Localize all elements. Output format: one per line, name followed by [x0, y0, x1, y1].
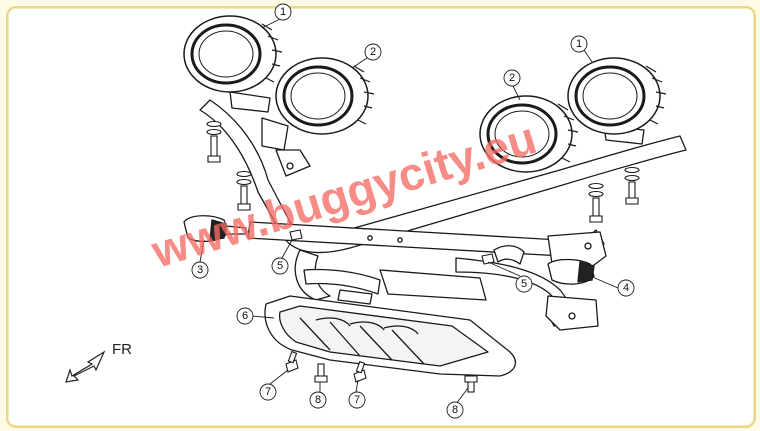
bolt-group [206, 120, 640, 393]
callout-label: 4 [623, 282, 629, 294]
callout-circle [446, 401, 464, 419]
callout-circle [503, 69, 521, 87]
callout-label: 5 [521, 278, 527, 290]
callouts [191, 3, 635, 419]
callout-label: 7 [265, 386, 271, 398]
callout-circle [364, 43, 382, 61]
callout-circle [309, 391, 327, 409]
callout-circle [570, 35, 588, 53]
skid-plate [264, 295, 517, 377]
callout-circle [271, 257, 289, 275]
light-unit-2-right [479, 95, 579, 173]
callout-circle [236, 307, 254, 325]
callout-circle [617, 279, 635, 297]
callout-label: 1 [576, 38, 582, 50]
direction-label: FR [112, 341, 132, 358]
callout-label: 1 [280, 6, 286, 18]
front-direction-arrow-icon [65, 350, 106, 383]
callout-labels: 1 2 2 1 3 5 5 4 6 7 8 7 8 [197, 6, 629, 416]
callout-label: 2 [370, 46, 376, 58]
callout-circle [348, 391, 366, 409]
callout-circle [191, 261, 209, 279]
light-unit-2-left [275, 57, 375, 135]
callout-circle [274, 3, 292, 21]
marker-light-right [547, 258, 595, 285]
light-bar-frame [199, 91, 687, 331]
callout-circle [259, 383, 277, 401]
callout-label: 8 [452, 404, 458, 416]
light-unit-1-right [567, 57, 667, 135]
callout-label: 6 [242, 310, 248, 322]
callout-label: 3 [197, 264, 203, 276]
callout-label: 7 [354, 394, 360, 406]
marker-light-left [183, 215, 247, 243]
callout-label: 2 [509, 72, 515, 84]
callout-label: 5 [277, 260, 283, 272]
callout-label: 8 [315, 394, 321, 406]
light-unit-1-left [183, 15, 283, 93]
callout-circle [515, 275, 533, 293]
